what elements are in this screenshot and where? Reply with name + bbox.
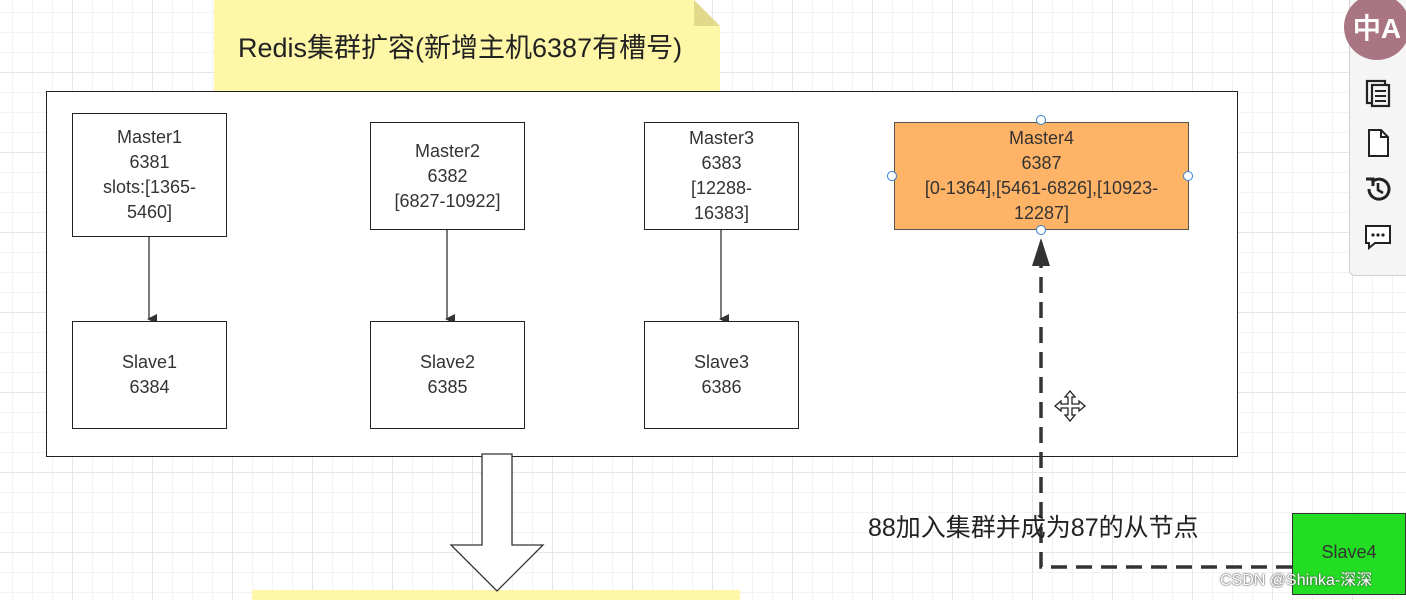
dashed-arrow-slave4-master4	[1039, 262, 1292, 569]
master3-node[interactable]: Master3 6383 [12288- 16383]	[644, 122, 799, 230]
blank-page-icon[interactable]	[1363, 128, 1393, 158]
pages-icon[interactable]	[1363, 78, 1393, 108]
slave3-node[interactable]: Slave3 6386	[644, 321, 799, 429]
master4-port: 6387	[1021, 153, 1062, 173]
master3-slots: [12288-	[690, 178, 753, 198]
slave1-name: Slave1	[121, 352, 178, 372]
master1-node[interactable]: Master1 6381 slots:[1365- 5460]	[72, 113, 227, 237]
slave2-name: Slave2	[419, 352, 476, 372]
slave3-name: Slave3	[693, 352, 750, 372]
diagram-title: Redis集群扩容(新增主机6387有槽号)	[238, 33, 683, 63]
move-cursor-icon	[1053, 389, 1087, 423]
resize-handle-top[interactable]	[1036, 115, 1046, 125]
slave2-port: 6385	[427, 377, 468, 397]
master4-name: Master4	[1008, 128, 1075, 148]
master4-slots-end: 12287]	[1013, 203, 1070, 223]
slave1-port: 6384	[129, 377, 170, 397]
master2-node[interactable]: Master2 6382 [6827-10922]	[370, 122, 525, 230]
master2-slots: [6827-10922]	[394, 190, 501, 211]
join-cluster-caption: 88加入集群并成为87的从节点	[868, 514, 1199, 542]
translate-button[interactable]: 中A	[1344, 0, 1406, 60]
resize-handle-left[interactable]	[887, 171, 897, 181]
master4-slots: [0-1364],[5461-6826],[10923-	[924, 178, 1159, 198]
resize-handle-right[interactable]	[1183, 171, 1193, 181]
master1-name: Master1	[116, 127, 183, 147]
dashed-arrow-head	[1032, 238, 1050, 266]
master1-slots-end: 5460]	[126, 202, 173, 222]
slave2-node[interactable]: Slave2 6385	[370, 321, 525, 429]
master2-port: 6382	[427, 165, 468, 186]
title-note[interactable]	[214, 0, 720, 92]
master2-name: Master2	[414, 140, 481, 161]
big-down-arrow	[449, 453, 545, 592]
slave4-node[interactable]: Slave4	[1292, 513, 1406, 595]
master3-port: 6383	[701, 153, 742, 173]
resize-handle-bottom[interactable]	[1036, 225, 1046, 235]
slave3-port: 6386	[701, 377, 742, 397]
master1-slots: slots:[1365-	[102, 177, 197, 197]
master3-slots-end: 16383]	[693, 203, 750, 223]
master4-node[interactable]: Master4 6387 [0-1364],[5461-6826],[10923…	[894, 122, 1189, 230]
master3-name: Master3	[688, 128, 755, 148]
slave4-name: Slave4	[1321, 542, 1377, 562]
watermark: CSDN @Shinka-深深	[1220, 572, 1373, 589]
comment-icon[interactable]	[1363, 222, 1393, 252]
slave1-node[interactable]: Slave1 6384	[72, 321, 227, 429]
master1-port: 6381	[129, 152, 170, 172]
history-icon[interactable]	[1363, 174, 1393, 204]
